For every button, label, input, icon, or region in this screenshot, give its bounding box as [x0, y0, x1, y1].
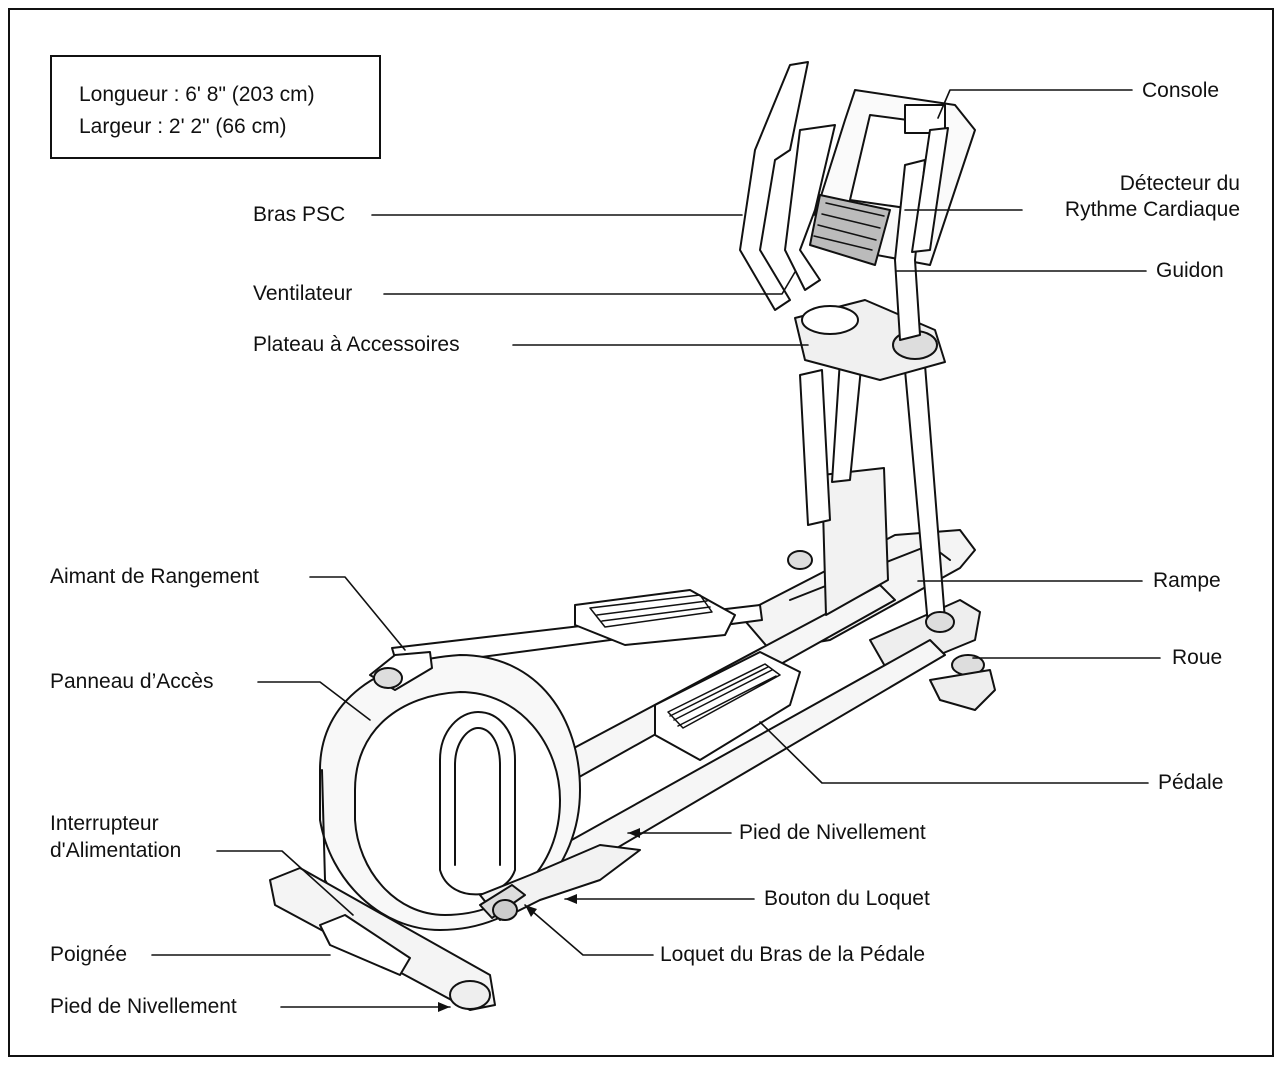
label-fan: Ventilateur	[253, 282, 353, 305]
label-latch-button: Bouton du Loquet	[764, 887, 930, 910]
leader-pedal	[759, 721, 1149, 784]
leader-console	[937, 89, 1133, 119]
label-heart-sensor-line1: Détecteur du	[1119, 172, 1240, 195]
dimensions-box: Longueur : 6' 8" (203 cm) Largeur : 2' 2…	[50, 55, 381, 159]
figure-frame	[8, 8, 1274, 1057]
accessory-tray	[794, 299, 946, 381]
leader-pedal-arm-latch	[524, 904, 654, 956]
leader-lines	[151, 89, 1161, 1008]
leader-access-panel	[257, 681, 371, 721]
label-leveling-foot-mid: Pied de Nivellement	[739, 821, 926, 844]
leader-magnet	[309, 576, 406, 651]
console-body	[809, 89, 976, 266]
arrowheads	[438, 828, 640, 1012]
label-handlebar: Guidon	[1156, 259, 1224, 282]
moving-arms	[739, 61, 949, 341]
label-arm: Bras PSC	[253, 203, 346, 226]
leader-power	[216, 850, 354, 916]
label-leveling-foot-front: Pied de Nivellement	[50, 995, 237, 1018]
label-power-line1: Interrupteur	[50, 812, 159, 835]
label-pedal: Pédale	[1158, 771, 1224, 794]
flywheel-shroud	[319, 651, 581, 931]
label-heart-sensor-line2: Rythme Cardiaque	[1064, 198, 1240, 221]
label-magnet: Aimant de Rangement	[50, 565, 259, 588]
label-handle: Poignée	[50, 943, 128, 966]
label-tray: Plateau à Accessoires	[253, 333, 460, 356]
pedals	[574, 589, 801, 761]
front-base	[269, 844, 641, 1011]
length-text: Longueur : 6' 8" (203 cm)	[79, 83, 315, 106]
label-console: Console	[1142, 79, 1220, 102]
label-rail: Rampe	[1153, 569, 1221, 592]
label-pedal-arm-latch: Loquet du Bras de la Pédale	[660, 943, 926, 966]
label-access-panel: Panneau d’Accès	[50, 670, 214, 693]
leader-fan	[383, 271, 796, 295]
label-power-line2: d'Alimentation	[50, 839, 182, 862]
width-text: Largeur : 2' 2" (66 cm)	[79, 115, 287, 138]
upright-column	[787, 357, 955, 633]
label-wheel: Roue	[1172, 646, 1223, 669]
